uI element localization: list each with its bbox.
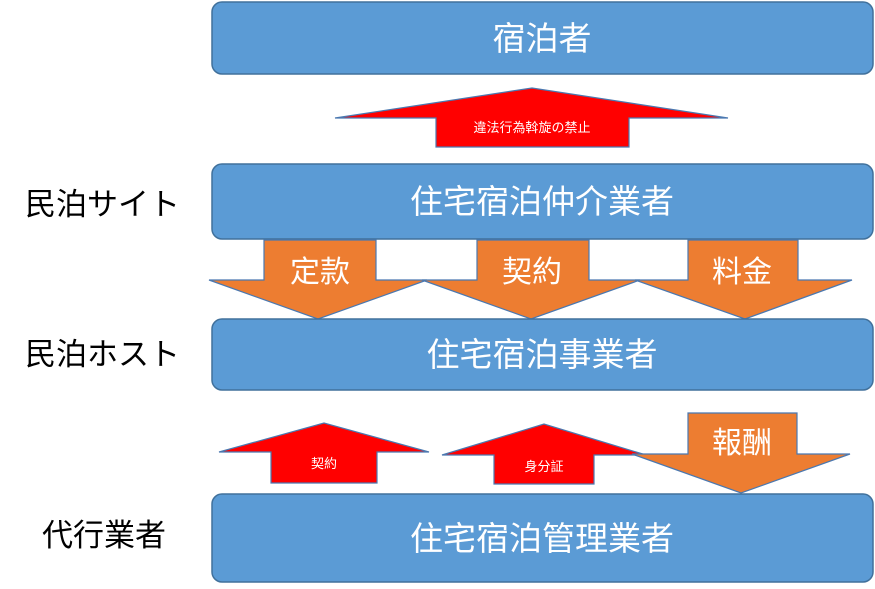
- contract-up-arrow-shape: [218, 422, 430, 484]
- terms-arrow-shape: [208, 239, 428, 320]
- reward-arrow-label: 報酬: [712, 426, 772, 461]
- fee-arrow-label: 料金: [712, 255, 772, 290]
- terms-arrow: 定款: [208, 239, 428, 320]
- id-arrow-shape: [441, 423, 647, 485]
- guest-box-shape: [211, 1, 874, 75]
- intermediary-box: 住宅宿泊仲介業者: [211, 163, 874, 240]
- fee-arrow: 料金: [634, 239, 853, 320]
- fee-arrow-shape: [634, 239, 853, 320]
- contract-arrow-label: 契約: [502, 255, 562, 290]
- guest-box: 宿泊者: [211, 1, 874, 75]
- contract-up-arrow-label: 契約: [311, 457, 337, 472]
- side-label-agent: 代行業者: [42, 518, 166, 554]
- operator-box-shape: [211, 318, 874, 391]
- contract-arrow: 契約: [421, 239, 641, 320]
- side-label-site: 民泊サイト: [25, 187, 180, 223]
- prohibition-arrow-label: 違法行為斡旋の禁止: [473, 120, 590, 136]
- contract-up-arrow: 契約: [218, 422, 430, 484]
- id-arrow-label: 身分証: [524, 459, 563, 475]
- reward-arrow-shape: [631, 412, 851, 494]
- manager-box-label: 住宅宿泊管理業者: [410, 519, 674, 558]
- terms-arrow-label: 定款: [290, 255, 350, 290]
- prohibition-arrow: 違法行為斡旋の禁止: [334, 87, 729, 148]
- reward-arrow: 報酬: [631, 412, 851, 494]
- intermediary-box-shape: [211, 163, 874, 240]
- manager-box: 住宅宿泊管理業者: [211, 493, 874, 583]
- id-arrow: 身分証: [441, 423, 647, 485]
- operator-box-label: 住宅宿泊事業者: [427, 335, 658, 374]
- side-label-host: 民泊ホスト: [25, 337, 180, 373]
- manager-box-shape: [211, 493, 874, 583]
- guest-box-label: 宿泊者: [493, 19, 592, 58]
- intermediary-box-label: 住宅宿泊仲介業者: [410, 182, 674, 221]
- operator-box: 住宅宿泊事業者: [211, 318, 874, 391]
- prohibition-arrow-shape: [334, 87, 729, 148]
- contract-arrow-shape: [421, 239, 641, 320]
